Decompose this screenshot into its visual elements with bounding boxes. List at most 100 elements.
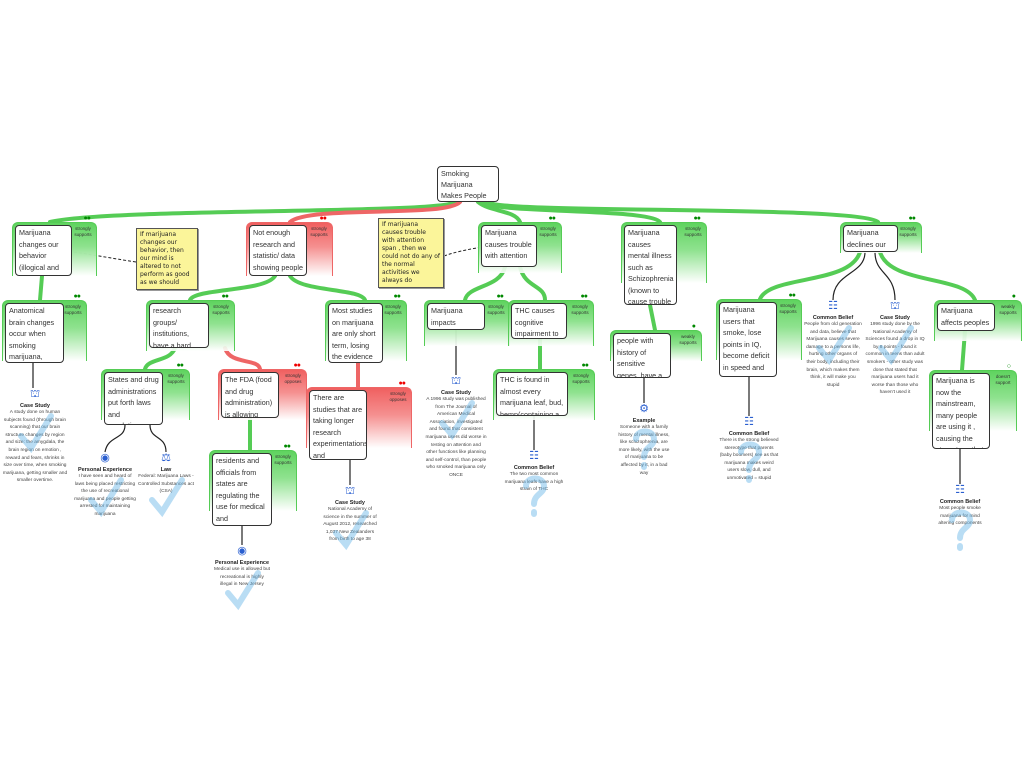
claim-text: Marijuana causes trouble with attention …	[485, 228, 532, 267]
root-claim[interactable]: Smoking Marijuana Makes People dumb (dum…	[437, 166, 499, 202]
people-icon: ☷	[955, 484, 965, 496]
strength-dots-icon: ●●	[496, 293, 505, 300]
evidence-text: The two most common marijuana leafs have…	[504, 472, 564, 493]
evidence-text: There is the strong believed stereotype …	[719, 438, 779, 481]
claim-box[interactable]: Marijuana is now the mainstream, many pe…	[932, 373, 990, 449]
claim-box[interactable]: residents and officials from states are …	[212, 453, 272, 526]
strength-dots-icon: ●●	[83, 215, 92, 222]
evidence-text: People from old generation and data, bel…	[804, 322, 862, 388]
claim-box[interactable]: Marijuana impacts peoples cognitive func…	[427, 303, 485, 330]
claim-text: Marijuana causes mental illness such as …	[628, 228, 674, 305]
relation-label: strongly supports	[779, 303, 797, 314]
case-study-icon: ⛫	[889, 300, 901, 312]
eye-icon: ◉	[100, 452, 110, 464]
scales-icon: ⚖	[161, 452, 171, 464]
strength-dots-icon: ●●	[788, 292, 797, 299]
evidence-kind: Common Belief	[728, 431, 770, 437]
strength-dots-icon: ●●	[548, 215, 557, 222]
claim-box[interactable]: THC is found in almost every marijuana l…	[496, 372, 568, 416]
strength-dots-icon: ●●	[293, 362, 302, 369]
strength-dots-icon: ●●	[221, 293, 230, 300]
claim-box[interactable]: There are studies that are taking longer…	[309, 390, 367, 460]
people-icon: ☷	[529, 450, 539, 462]
strength-dots-icon: ●●	[393, 293, 402, 300]
claim-box[interactable]: Anatomical brain changes occur when smok…	[5, 303, 64, 363]
evidence-text: 1996 study done by the National Academy …	[865, 322, 925, 396]
strength-dots-icon: ●●	[176, 362, 185, 369]
relation-label: strongly supports	[64, 304, 82, 315]
relation-label: strongly opposes	[284, 373, 302, 384]
relation-label: strongly supports	[167, 373, 185, 384]
relation-label: strongly opposes	[389, 391, 407, 402]
strength-dots-icon: ●●	[581, 362, 590, 369]
root-claim-text: Smoking Marijuana Makes People dumb (dum…	[441, 169, 487, 200]
claim-text: States and drug administrations put fort…	[108, 375, 159, 424]
case-study-icon: ⛫	[450, 375, 462, 387]
claim-text: Not enough research and statistic/ data …	[253, 228, 303, 275]
claim-text: residents and officials from states are …	[216, 456, 265, 523]
strength-dots-icon: ●●	[693, 215, 702, 222]
case-study-icon: ⛫	[344, 485, 356, 497]
evidence-text: A 1996 study was published from The Jour…	[425, 397, 487, 478]
claim-text: Marijuana affects peoples intelligence i…	[941, 306, 990, 330]
claim-box[interactable]: THC causes cognitive impairment to peopl…	[511, 303, 567, 339]
relation-label: strongly supports	[572, 373, 590, 384]
claim-box[interactable]: Marijuana declines our IQ and intelligen…	[843, 225, 898, 252]
relation-label: strongly supports	[487, 304, 505, 315]
claim-text: There are studies that are taking longer…	[313, 393, 367, 460]
claim-box[interactable]: Most studies on marijuana are only short…	[328, 303, 383, 363]
claim-box[interactable]: The FDA (food and drug administration) i…	[221, 372, 279, 418]
people-icon: ☷	[828, 300, 838, 312]
claim-box[interactable]: States and drug administrations put fort…	[104, 372, 163, 425]
claim-text: Marijuana impacts peoples cognitive func…	[431, 306, 463, 327]
claim-text: research groups/ institutions, have a ha…	[153, 306, 191, 348]
evidence-kind: Common Belief	[513, 465, 555, 471]
evidence-text: Someone with a family history of mental …	[618, 425, 670, 476]
claim-box[interactable]: people with history of sensitive genes, …	[613, 333, 671, 378]
evidence-kind: Law	[160, 467, 172, 473]
strength-dots-icon: ●●	[398, 380, 407, 387]
note-text: If marijuana changes our behavior, then …	[140, 231, 190, 286]
claim-text: Most studies on marijuana are only short…	[332, 306, 376, 361]
relation-label: strongly supports	[539, 226, 557, 237]
strength-dots-icon: ○	[1006, 363, 1011, 370]
evidence-kind: Common Belief	[812, 315, 854, 321]
eye-icon: ◉	[237, 545, 247, 557]
relation-label: weakly supports	[999, 304, 1017, 315]
claim-text: people with history of sensitive genes, …	[617, 336, 663, 378]
claim-text: THC is found in almost every marijuana l…	[500, 375, 564, 416]
relation-label: strongly supports	[310, 226, 328, 237]
claim-box[interactable]: Marijuana users that smoke, lose points …	[719, 302, 777, 377]
claim-text: Marijuana is now the mainstream, many pe…	[936, 376, 984, 448]
claim-box[interactable]: Marijuana changes our behavior (illogica…	[15, 225, 72, 276]
note-card[interactable]: If marijuana changes our behavior, then …	[136, 228, 198, 290]
evidence-kind: Case Study	[335, 500, 365, 506]
note-card[interactable]: If marijuana causes trouble with attenti…	[378, 218, 444, 288]
claim-box[interactable]: Not enough research and statistic/ data …	[249, 225, 307, 276]
claim-box[interactable]: Marijuana affects peoples intelligence i…	[937, 303, 995, 331]
relation-label: strongly supports	[74, 226, 92, 237]
strength-dots-icon: ●●	[908, 215, 917, 222]
evidence-kind: Case Study	[441, 390, 471, 396]
claim-box[interactable]: Marijuana causes trouble with attention …	[481, 225, 537, 267]
evidence-text: I have seen and heard of laws being plac…	[74, 474, 136, 517]
claim-text: Marijuana users that smoke, lose points …	[723, 305, 770, 376]
relation-label: strongly supports	[274, 454, 292, 465]
evidence-kind: Personal Experience	[77, 467, 133, 473]
relation-label: strongly supports	[899, 226, 917, 237]
claim-box[interactable]: research groups/ institutions, have a ha…	[149, 303, 209, 348]
claim-box[interactable]: Marijuana causes mental illness such as …	[624, 225, 677, 305]
